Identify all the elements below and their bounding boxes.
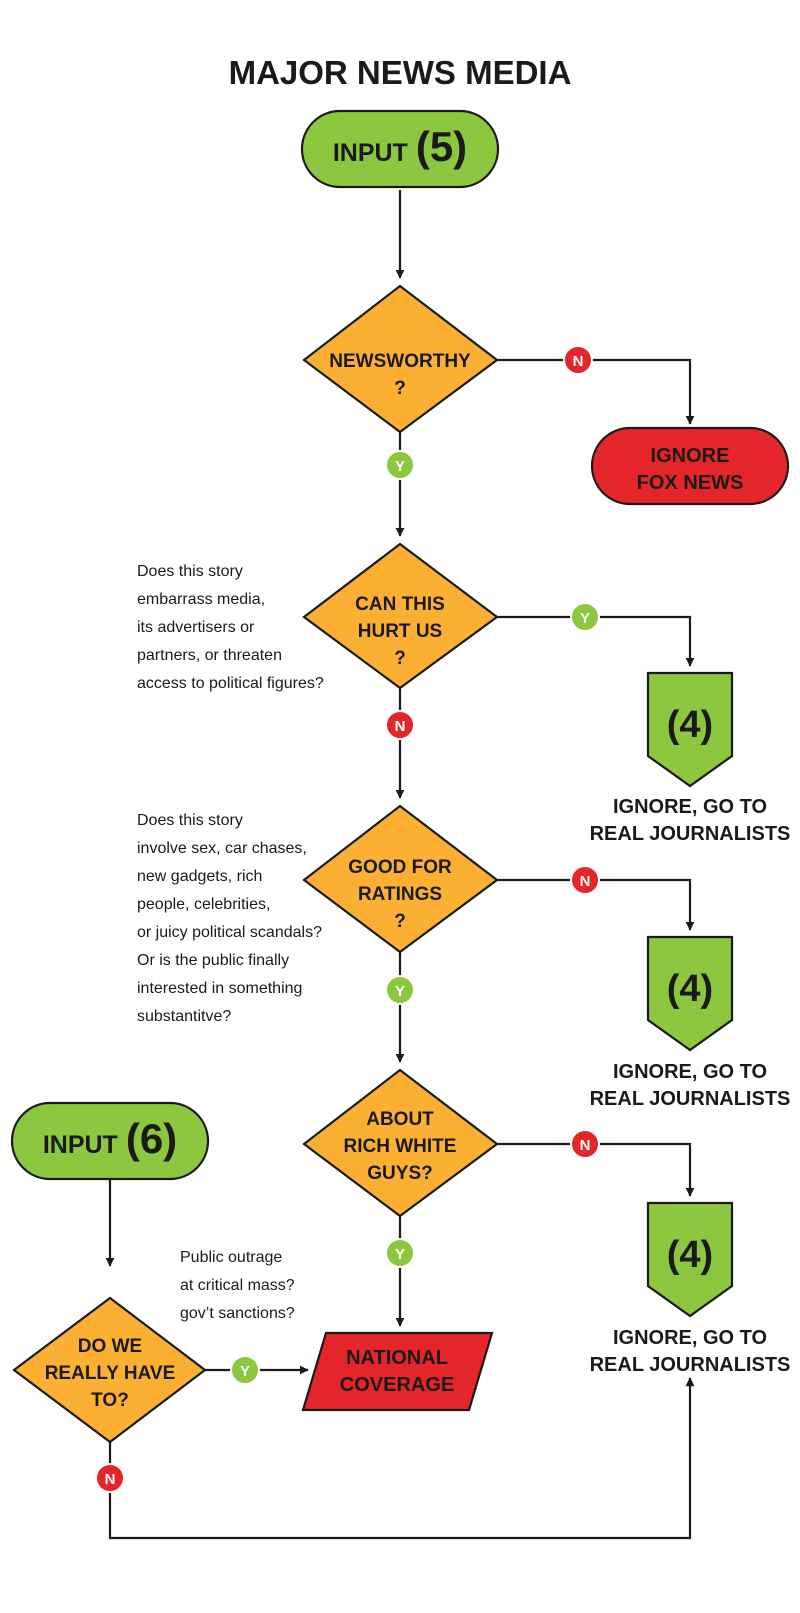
note-ratings-line: interested in something: [137, 980, 302, 997]
ignore-fox-news-node: IGNORE FOX NEWS: [590, 426, 790, 506]
rich-line3: GUYS?: [367, 1163, 432, 1184]
goto-3-number: (4): [667, 1234, 713, 1276]
badge-ratings-no: N: [570, 865, 600, 895]
badge-really-yes: Y: [230, 1355, 260, 1385]
rich-white-guys-decision: ABOUT RICH WHITE GUYS?: [302, 1068, 499, 1218]
svg-text:INPUT(6): INPUT (6): [43, 1115, 177, 1162]
note-hurt-line: embarrass media,: [137, 591, 265, 608]
input-5-node: INPUT (5): [300, 109, 500, 189]
note-ratings-line: people, celebrities,: [137, 896, 270, 913]
national-coverage-node: NATIONAL COVERAGE: [301, 1331, 494, 1412]
ratings-line2: RATINGS: [358, 884, 442, 905]
note-hurt-line: Does this story: [137, 563, 243, 580]
svg-text:Y: Y: [395, 983, 405, 1000]
note-hurt-line: its advertisers or: [137, 619, 255, 636]
goto-4-node-1: (4) IGNORE, GO TO REAL JOURNALISTS: [590, 671, 791, 845]
note-really: Public outrage at critical mass? gov’t s…: [180, 1249, 295, 1322]
svg-text:Y: Y: [580, 610, 590, 627]
badge-hurt-yes: Y: [570, 602, 600, 632]
svg-text:N: N: [105, 1471, 116, 1488]
newsworthy-line2: ?: [394, 378, 406, 399]
hurt-line3: ?: [394, 648, 406, 669]
badge-newsworthy-yes: Y: [385, 450, 415, 480]
note-hurt: Does this story embarrass media, its adv…: [137, 563, 324, 692]
goto-2-number: (4): [667, 968, 713, 1010]
really-line2: REALLY HAVE: [45, 1363, 176, 1384]
hurt-us-decision: CAN THIS HURT US ?: [302, 542, 499, 690]
ignore-fox-line2: FOX NEWS: [637, 472, 744, 494]
badge-rich-no: N: [570, 1129, 600, 1159]
input-6-label: INPUT: [43, 1131, 118, 1159]
newsworthy-decision: NEWSWORTHY ?: [302, 284, 499, 434]
really-line3: TO?: [91, 1390, 129, 1411]
input-5-label: INPUT: [333, 139, 408, 167]
edge-rich-goto3: [497, 1142, 695, 1197]
edge-ratings-goto2: [497, 878, 695, 931]
ignore-fox-line1: IGNORE: [651, 445, 730, 467]
note-really-line: Public outrage: [180, 1249, 282, 1266]
ratings-decision: GOOD FOR RATINGS ?: [302, 804, 499, 954]
input-5-number: (5): [416, 123, 467, 170]
edge-newsworthy-ignore: [497, 358, 695, 425]
note-ratings-line: Or is the public finally: [137, 952, 289, 969]
badge-hurt-no: N: [385, 710, 415, 740]
rich-line2: RICH WHITE: [344, 1136, 457, 1157]
badge-rich-yes: Y: [385, 1238, 415, 1268]
svg-text:Y: Y: [395, 1246, 405, 1263]
goto-2-line1: IGNORE, GO TO: [613, 1061, 767, 1083]
really-line1: DO WE: [78, 1336, 142, 1357]
svg-text:N: N: [395, 718, 406, 735]
goto-1-number: (4): [667, 704, 713, 746]
goto-4-node-2: (4) IGNORE, GO TO REAL JOURNALISTS: [590, 935, 791, 1110]
svg-text:Y: Y: [240, 1363, 250, 1380]
ratings-line3: ?: [394, 911, 406, 932]
input-6-node: INPUT (6): [10, 1101, 210, 1181]
note-hurt-line: partners, or threaten: [137, 647, 282, 664]
note-hurt-line: access to political figures?: [137, 675, 324, 692]
edge-hurt-goto1: [497, 615, 695, 667]
badge-ratings-yes: Y: [385, 975, 415, 1005]
chart-title: MAJOR NEWS MEDIA: [229, 54, 572, 91]
svg-text:Y: Y: [395, 458, 405, 475]
note-ratings-line: new gadgets, rich: [137, 868, 262, 885]
svg-text:N: N: [573, 353, 584, 370]
newsworthy-line1: NEWSWORTHY: [329, 351, 471, 372]
svg-text:N: N: [580, 1137, 591, 1154]
note-ratings-line: or juicy political scandals?: [137, 924, 322, 941]
goto-1-line1: IGNORE, GO TO: [613, 796, 767, 818]
badge-newsworthy-no: N: [563, 345, 593, 375]
national-line1: NATIONAL: [346, 1347, 448, 1369]
svg-text:N: N: [580, 873, 591, 890]
hurt-line2: HURT US: [358, 621, 442, 642]
note-ratings: Does this story involve sex, car chases,…: [137, 812, 322, 1025]
national-line2: COVERAGE: [340, 1374, 454, 1396]
goto-2-line2: REAL JOURNALISTS: [590, 1088, 791, 1110]
input-6-number: (6): [126, 1115, 177, 1162]
svg-text:INPUT(5): INPUT (5): [333, 123, 467, 170]
note-really-line: at critical mass?: [180, 1277, 295, 1294]
note-really-line: gov’t sanctions?: [180, 1305, 295, 1322]
goto-3-line1: IGNORE, GO TO: [613, 1327, 767, 1349]
really-have-to-decision: DO WE REALLY HAVE TO?: [12, 1296, 207, 1444]
goto-4-node-3: (4) IGNORE, GO TO REAL JOURNALISTS: [590, 1201, 791, 1376]
note-ratings-line: Does this story: [137, 812, 243, 829]
badge-really-no: N: [95, 1463, 125, 1493]
rich-line1: ABOUT: [366, 1109, 434, 1130]
hurt-line1: CAN THIS: [355, 594, 445, 615]
note-ratings-line: substantitve?: [137, 1008, 231, 1025]
ratings-line1: GOOD FOR: [348, 857, 452, 878]
goto-1-line2: REAL JOURNALISTS: [590, 823, 791, 845]
goto-3-line2: REAL JOURNALISTS: [590, 1354, 791, 1376]
note-ratings-line: involve sex, car chases,: [137, 840, 307, 857]
